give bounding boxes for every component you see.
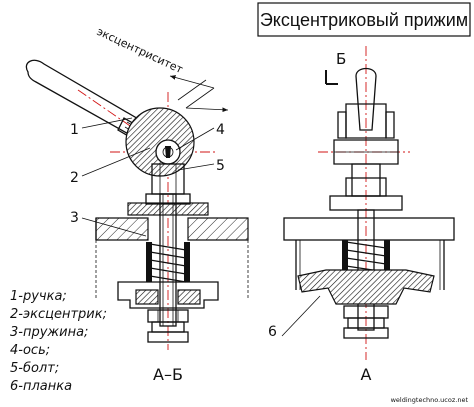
eccentric-part <box>125 107 195 177</box>
title-box: Эксцентриковый прижим <box>257 2 471 37</box>
callout-2: 2 <box>70 170 79 186</box>
watermark: weldingtechno.ucoz.net <box>391 396 469 404</box>
callout-6: 6 <box>268 324 277 340</box>
legend-item-1: 1-ручка; <box>10 289 67 304</box>
section-label-b: Б <box>336 50 346 68</box>
section-label-ab: А–Б <box>153 365 183 384</box>
legend-item-5: 5-болт; <box>10 361 59 376</box>
drawing-title: Эксцентриковый прижим <box>260 10 468 30</box>
spring-part <box>146 242 190 283</box>
callout-5: 5 <box>216 158 225 174</box>
callout-1: 1 <box>70 122 79 138</box>
callout-3: 3 <box>70 210 79 226</box>
eccentricity-label: эксцентриситет <box>95 25 186 77</box>
legend-item-4: 4-ось; <box>10 343 50 358</box>
right-view: Б 6 А <box>268 46 455 384</box>
section-label-a: А <box>361 365 372 384</box>
callout-4: 4 <box>216 122 225 138</box>
callout-leaders-left <box>81 117 215 237</box>
bar-part <box>297 269 435 305</box>
eccentricity-dimension: эксцентриситет <box>95 25 229 113</box>
legend-item-2: 2-эксцентрик; <box>10 307 107 322</box>
legend-item-6: 6-планка <box>10 379 72 394</box>
parts-legend: 1-ручка; 2-эксцентрик; 3-пружина; 4-ось;… <box>10 289 107 394</box>
legend-item-3: 3-пружина; <box>10 325 88 340</box>
